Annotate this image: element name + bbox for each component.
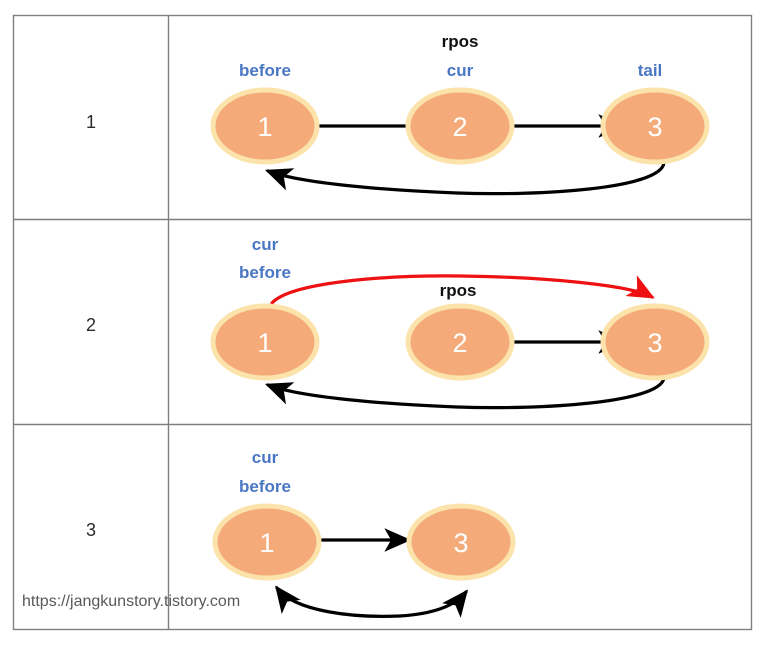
node-ellipse	[405, 87, 515, 165]
tag-before-row1: before	[239, 61, 291, 80]
node-ellipse	[405, 303, 515, 381]
tag-before-row3: before	[239, 477, 291, 496]
tag-rpos-row2: rpos	[440, 281, 477, 300]
tag-cur-row1: cur	[447, 61, 474, 80]
edge-1-to-3-red-row2	[270, 274, 655, 305]
table-row-3: 3 cur before 1 3 https://jangkunstory.ti…	[22, 448, 516, 618]
table-row-1: 1 rpos before cur tail 1 2 3	[86, 32, 710, 196]
edge-3-to-1-row1	[265, 161, 666, 196]
tag-rpos-row1: rpos	[442, 32, 479, 51]
node-value: 2	[452, 328, 467, 358]
node-value: 2	[452, 112, 467, 142]
node-3-row3: 3	[406, 503, 516, 581]
edge-3-to-1-row3	[275, 585, 468, 618]
node-2-row1: 2	[405, 87, 515, 165]
table-grid	[12, 14, 753, 631]
node-ellipse	[212, 503, 322, 581]
node-value: 1	[257, 112, 272, 142]
node-2-row2: 2	[405, 303, 515, 381]
row-index-1: 1	[86, 112, 96, 132]
table-row-2: 2 cur before rpos 1 2 3	[86, 235, 710, 410]
edge-3-to-1-row2	[265, 376, 666, 410]
row-index-3: 3	[86, 520, 96, 540]
node-ellipse	[210, 303, 320, 381]
node-value: 3	[647, 112, 662, 142]
node-1-row1: 1	[210, 87, 320, 165]
node-ellipse	[600, 87, 710, 165]
tag-before-row2: before	[239, 263, 291, 282]
node-3-row1: 3	[600, 87, 710, 165]
node-value: 1	[259, 528, 274, 558]
node-3-row2: 3	[600, 303, 710, 381]
node-value: 3	[647, 328, 662, 358]
node-1-row2: 1	[210, 303, 320, 381]
row-index-2: 2	[86, 315, 96, 335]
node-ellipse	[210, 87, 320, 165]
watermark-url: https://jangkunstory.tistory.com	[22, 593, 240, 610]
tag-cur-row3: cur	[252, 448, 279, 467]
node-value: 1	[257, 328, 272, 358]
tag-cur-row2: cur	[252, 235, 279, 254]
node-ellipse	[600, 303, 710, 381]
node-ellipse	[406, 503, 516, 581]
node-1-row3: 1	[212, 503, 322, 581]
node-value: 3	[453, 528, 468, 558]
table-outer-border	[12, 14, 753, 631]
tag-tail-row1: tail	[638, 61, 663, 80]
